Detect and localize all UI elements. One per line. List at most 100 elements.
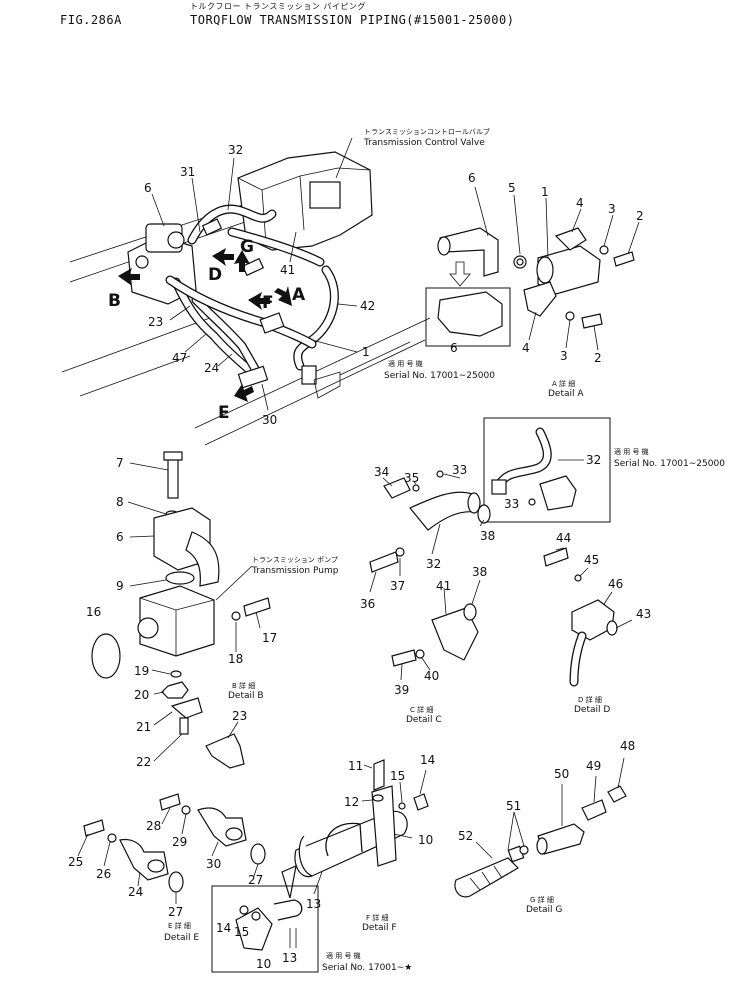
detail-d-caption: Detail D [574, 705, 610, 715]
view-letter-f: F [262, 293, 274, 313]
part-number: 26 [96, 867, 111, 881]
serial-bracket-f: Serial No. 17001∼★ [322, 963, 412, 973]
part-number: 34 [374, 465, 389, 479]
view-letter-a: A [292, 285, 306, 305]
part-number: 46 [608, 577, 623, 591]
part-number: 1 [541, 185, 549, 199]
part-number: 47 [172, 351, 187, 365]
detail-f-caption-jp: F 詳 細 [366, 913, 388, 922]
detail-d-caption-jp: D 詳 細 [578, 695, 602, 704]
part-number: 38 [480, 529, 495, 543]
part-number: 14 [216, 921, 231, 935]
part-number: 33 [504, 497, 519, 511]
part-number: 37 [390, 579, 405, 593]
part-number: 33 [452, 463, 467, 477]
main-assembly-view [61, 137, 431, 446]
detail-c-view [369, 470, 491, 681]
part-number: 13 [282, 951, 297, 965]
part-number: 21 [136, 720, 151, 734]
part-number: 14 [420, 753, 435, 767]
control-valve-label-jp: トランスミッションコントロールバルブ [364, 127, 490, 136]
part-number: 22 [136, 755, 151, 769]
part-number: 41 [280, 263, 295, 277]
part-number: 24 [128, 885, 143, 899]
part-number: 25 [68, 855, 83, 869]
part-number: 6 [450, 341, 458, 355]
part-number: 23 [148, 315, 163, 329]
part-number: 30 [206, 857, 221, 871]
part-number: 15 [234, 925, 249, 939]
view-letter-b: B [108, 291, 121, 311]
part-number: 19 [134, 664, 149, 678]
part-number: 30 [262, 413, 277, 427]
detail-g-view [454, 757, 627, 898]
part-number: 4 [576, 196, 584, 210]
part-number: 4 [522, 341, 530, 355]
part-number: 28 [146, 819, 161, 833]
part-number: 40 [424, 669, 439, 683]
detail-c-caption-jp: C 詳 細 [410, 705, 433, 714]
figure-number: FIG.286A [60, 13, 122, 27]
detail-a-caption-jp: A 詳 細 [552, 379, 575, 388]
part-number: 5 [508, 181, 516, 195]
part-number: 10 [418, 833, 433, 847]
part-number: 27 [248, 873, 263, 887]
part-number: 45 [584, 553, 599, 567]
part-number: 17 [262, 631, 277, 645]
pump-label-jp: トランスミッション ポンプ [252, 556, 338, 564]
part-number: 3 [608, 202, 616, 216]
part-number: 42 [360, 299, 375, 313]
detail-a-view [425, 186, 640, 351]
detail-e-caption: Detail E [164, 933, 199, 943]
detail-g-caption-jp: G 詳 細 [530, 895, 554, 904]
serial-pipe-32-jp: 適 用 号 機 [614, 447, 649, 456]
figure-title-japanese: トルクフロー トランスミッション パイピング [190, 2, 366, 11]
part-number: 24 [204, 361, 219, 375]
part-number: 6 [116, 530, 124, 544]
detail-b-caption: Detail B [228, 691, 264, 701]
detail-e-view [77, 793, 266, 904]
part-number: 1 [362, 345, 370, 359]
detail-f-view [211, 759, 429, 973]
part-number: 23 [232, 709, 247, 723]
control-valve-label: Transmission Control Valve [363, 138, 485, 148]
part-number: 10 [256, 957, 271, 971]
part-number: 31 [180, 165, 195, 179]
serial-bracket-f-jp: 適 用 号 機 [326, 951, 361, 960]
part-number: 7 [116, 456, 124, 470]
part-number: 48 [620, 739, 635, 753]
detail-g-caption: Detail G [526, 905, 562, 915]
detail-b-caption-jp: B 詳 細 [232, 681, 255, 690]
detail-a-caption: Detail A [548, 389, 584, 399]
part-number: 41 [436, 579, 451, 593]
part-number: 8 [116, 495, 124, 509]
detail-d-view [543, 547, 633, 687]
detail-b-view [91, 451, 271, 769]
part-number: 51 [506, 799, 521, 813]
part-number: 38 [472, 565, 487, 579]
part-number: 16 [86, 605, 101, 619]
part-number: 9 [116, 579, 124, 593]
part-number: 6 [144, 181, 152, 195]
part-number: 32 [586, 453, 601, 467]
serial-detail-a: Serial No. 17001∼25000 [384, 371, 495, 381]
part-number: 3 [560, 349, 568, 363]
view-letter-e: E [218, 403, 230, 423]
pipe-32-serial-view [483, 417, 611, 523]
serial-pipe-32: Serial No. 17001∼25000 [614, 459, 725, 469]
part-number: 32 [228, 143, 243, 157]
part-number: 12 [344, 795, 359, 809]
part-number: 15 [390, 769, 405, 783]
part-number: 11 [348, 759, 363, 773]
figure-title: TORQFLOW TRANSMISSION PIPING(#15001-2500… [190, 13, 515, 27]
part-number: 29 [172, 835, 187, 849]
part-number: 13 [306, 897, 321, 911]
part-number: 2 [594, 351, 602, 365]
part-number: 35 [404, 471, 419, 485]
part-number: 39 [394, 683, 409, 697]
part-number: 6 [468, 171, 476, 185]
part-number: 49 [586, 759, 601, 773]
pump-label: Transmission Pump [251, 566, 339, 576]
detail-e-caption-jp: E 詳 細 [168, 921, 191, 930]
